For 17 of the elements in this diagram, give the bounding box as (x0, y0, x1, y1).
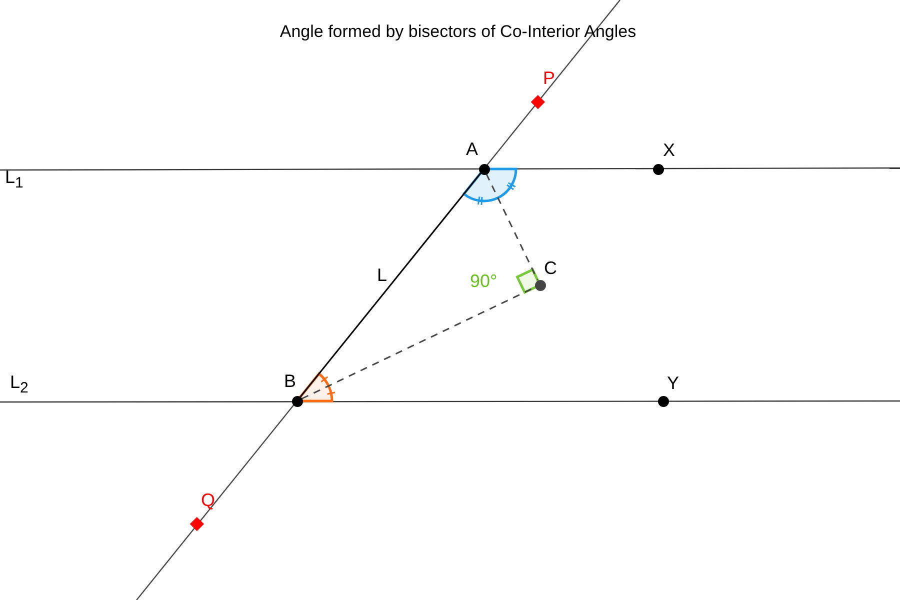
point-dot (478, 164, 490, 174)
point-dot (652, 164, 664, 174)
line-segment (300, 172, 482, 398)
dashed-line (486, 174, 538, 280)
line-label: L (377, 266, 388, 284)
point-label: Y (667, 374, 680, 392)
point-label: C (544, 259, 557, 277)
angle-label: 90° (470, 272, 498, 290)
point-label: A (466, 140, 478, 158)
point-label: X (663, 141, 676, 159)
point-label: B (284, 372, 296, 390)
point-dot (292, 396, 302, 406)
point-label: Q (201, 491, 216, 509)
point-label: P (543, 69, 556, 87)
line-label: L$_{2}$ (10, 373, 28, 396)
line-label: L$_{1}$ (5, 168, 24, 191)
point-dot (658, 396, 668, 406)
